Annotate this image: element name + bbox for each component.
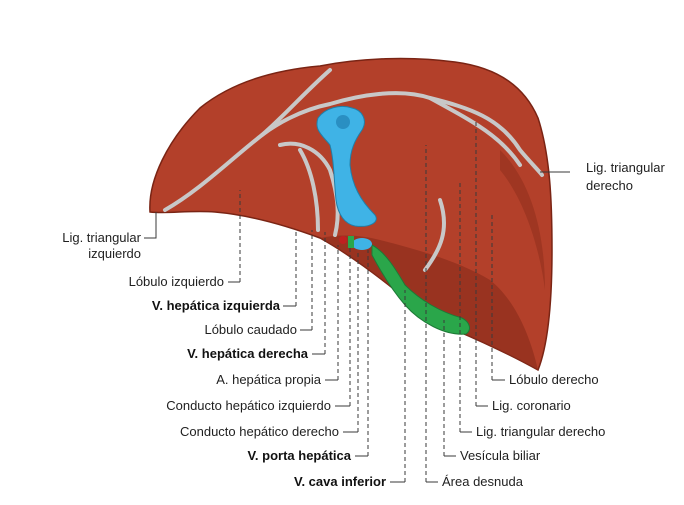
label-lobulo-caudado: Lóbulo caudado — [204, 322, 297, 337]
label-vesicula-biliar: Vesícula biliar — [460, 448, 541, 463]
label-lig-coronario: Lig. coronario — [492, 398, 571, 413]
bile-duct — [348, 236, 354, 248]
label-lobulo-izquierdo: Lóbulo izquierdo — [129, 274, 224, 289]
label-area-desnuda: Área desnuda — [442, 474, 524, 489]
ligaments — [163, 68, 544, 272]
hepatic-artery — [339, 236, 347, 244]
right-lobe-shade — [500, 150, 545, 290]
label-v-hepatica-izquierda: V. hepática izquierda — [152, 298, 281, 313]
label-lig-triangular-derecho-top-1: Lig. triangular — [586, 160, 665, 175]
hepatic-vein-opening — [336, 115, 350, 129]
label-conducto-hepatico-izquierdo: Conducto hepático izquierdo — [166, 398, 331, 413]
portal-vein — [352, 238, 372, 250]
label-v-cava-inferior: V. cava inferior — [294, 474, 386, 489]
leader-lines — [144, 120, 570, 483]
label-a-hepatica-propia: A. hepática propia — [216, 372, 322, 387]
label-lig-triangular-izquierdo-2: izquierdo — [88, 246, 141, 261]
label-lig-triangular-derecho-top-2: derecho — [586, 178, 633, 193]
inferior-vena-cava — [316, 105, 377, 227]
label-v-hepatica-derecha: V. hepática derecha — [187, 346, 309, 361]
label-lig-triangular-derecho: Lig. triangular derecho — [476, 424, 605, 439]
label-lobulo-derecho: Lóbulo derecho — [509, 372, 599, 387]
label-lig-triangular-izquierdo-1: Lig. triangular — [62, 230, 141, 245]
label-v-porta-hepatica: V. porta hepática — [247, 448, 351, 463]
label-conducto-hepatico-derecho: Conducto hepático derecho — [180, 424, 339, 439]
liver-inferior-shade — [320, 235, 538, 370]
